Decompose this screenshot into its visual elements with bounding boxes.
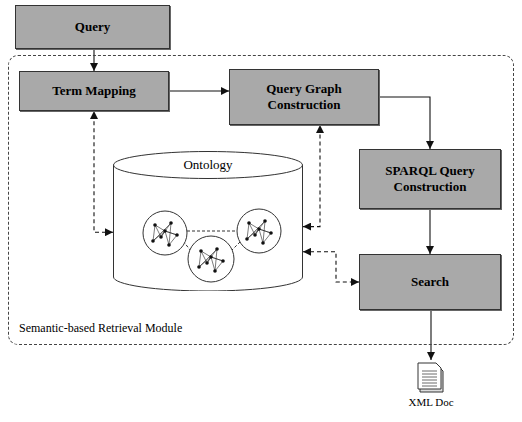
process-box: Query Graph Construction — [229, 69, 379, 125]
node-label: Query — [75, 19, 110, 35]
node-label: Search — [411, 274, 449, 290]
ontology-link — [303, 252, 359, 282]
flow-arrow — [93, 49, 94, 71]
node-label: Query Graph Construction — [238, 81, 370, 112]
ontology-link — [303, 125, 320, 227]
node-label: Ontology — [113, 151, 303, 173]
module-region: Semantic-based Retrieval Module Term Mapp… — [8, 55, 514, 345]
flow-arrow — [169, 90, 229, 91]
flow-arrow — [430, 310, 431, 360]
process-box: Term Mapping — [19, 71, 169, 111]
flow-arrow — [379, 97, 430, 149]
ontology-link — [94, 111, 113, 232]
process-box: Search — [359, 254, 501, 310]
process-box: SPARQL Query Construction — [359, 149, 501, 209]
node-label: XML Doc — [396, 396, 466, 408]
input-box: Query — [15, 5, 170, 49]
document-icon-graphic — [416, 360, 446, 394]
ontology-cylinder: Ontology — [113, 151, 303, 291]
node-label: Term Mapping — [52, 83, 136, 99]
node-label: SPARQL Query Construction — [368, 163, 492, 194]
flow-arrow — [429, 209, 430, 254]
region-label: Semantic-based Retrieval Module — [17, 321, 184, 336]
document-icon: XML Doc — [396, 360, 466, 418]
